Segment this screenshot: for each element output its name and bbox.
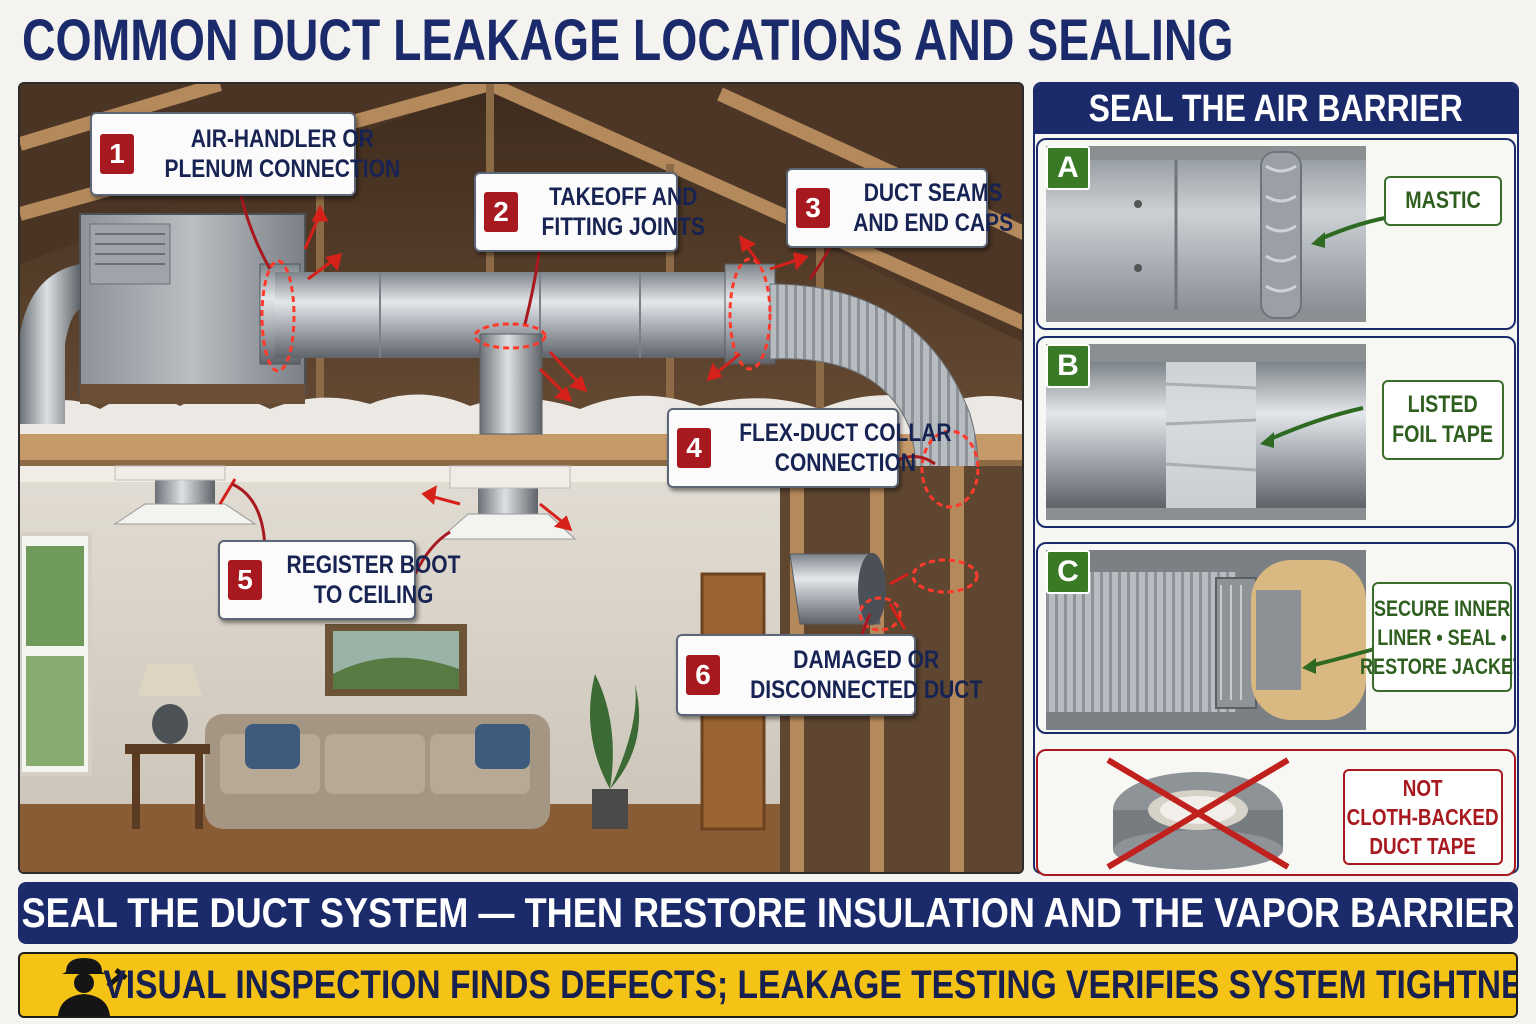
callout-number: 2 [484, 192, 518, 232]
callout-line: FLEX-DUCT COLLAR [739, 419, 952, 447]
method-label: MASTIC [1384, 176, 1502, 226]
note-banner: VISUAL INSPECTION FINDS DEFECTS; LEAKAGE… [18, 952, 1518, 1018]
method-label: LISTED FOIL TAPE [1382, 380, 1504, 460]
callout-line: AND END CAPS [853, 209, 1014, 237]
callout-number: 1 [100, 134, 134, 174]
method-b-foil-tape: B LISTED FOIL TAPE [1036, 336, 1516, 528]
callout-number: 3 [796, 188, 830, 228]
method-a-mastic: A MASTIC [1036, 138, 1516, 330]
note-text: VISUAL INSPECTION FINDS DEFECTS; LEAKAGE… [102, 962, 1518, 1007]
panel-heading: SEAL THE AIR BARRIER [1035, 84, 1517, 134]
callout-line: CONNECTION [774, 449, 916, 477]
callout-line: DISCONNECTED DUCT [750, 676, 983, 704]
method-c-flex-connection: C SECURE INNER LINER • SEAL • RESTORE JA… [1036, 542, 1516, 734]
callout-line: PLENUM CONNECTION [164, 155, 401, 183]
callout-line: DAMAGED OR [793, 646, 940, 674]
method-letter: A [1046, 146, 1090, 190]
main-banner: SEAL THE DUCT SYSTEM — THEN RESTORE INSU… [18, 882, 1518, 944]
method-letter: B [1046, 344, 1090, 388]
callout-line: TO CEILING [313, 581, 434, 609]
callout-number: 5 [228, 560, 262, 600]
callout-line: TAKEOFF AND [549, 183, 698, 211]
callout-line: AIR-HANDLER OR [190, 125, 374, 153]
method-label: SECURE INNER LINER • SEAL • RESTORE JACK… [1360, 582, 1514, 692]
mastic-duct-graphic [1046, 146, 1366, 322]
page-title: COMMON DUCT LEAKAGE LOCATIONS AND SEALIN… [22, 8, 1234, 73]
attic-scene-graphic [20, 84, 1022, 872]
worker-with-wrench-icon [58, 958, 128, 1016]
method-letter: C [1046, 550, 1090, 594]
duct-tape-crossed-out-graphic [1106, 757, 1290, 870]
foil-tape-duct-graphic [1046, 344, 1366, 520]
callout-number: 4 [677, 428, 711, 468]
callout-number: 6 [686, 655, 720, 695]
avoid-duct-tape: NOT CLOTH-BACKED DUCT TAPE [1036, 749, 1516, 876]
avoid-label: NOT CLOTH-BACKED DUCT TAPE [1343, 769, 1503, 865]
callout-line: FITTING JOINTS [541, 213, 705, 241]
callout-line: DUCT SEAMS [863, 179, 1003, 207]
callout-line: REGISTER BOOT [286, 551, 461, 579]
flex-connection-graphic [1046, 550, 1366, 730]
foil-tape-arrow [1260, 406, 1364, 448]
